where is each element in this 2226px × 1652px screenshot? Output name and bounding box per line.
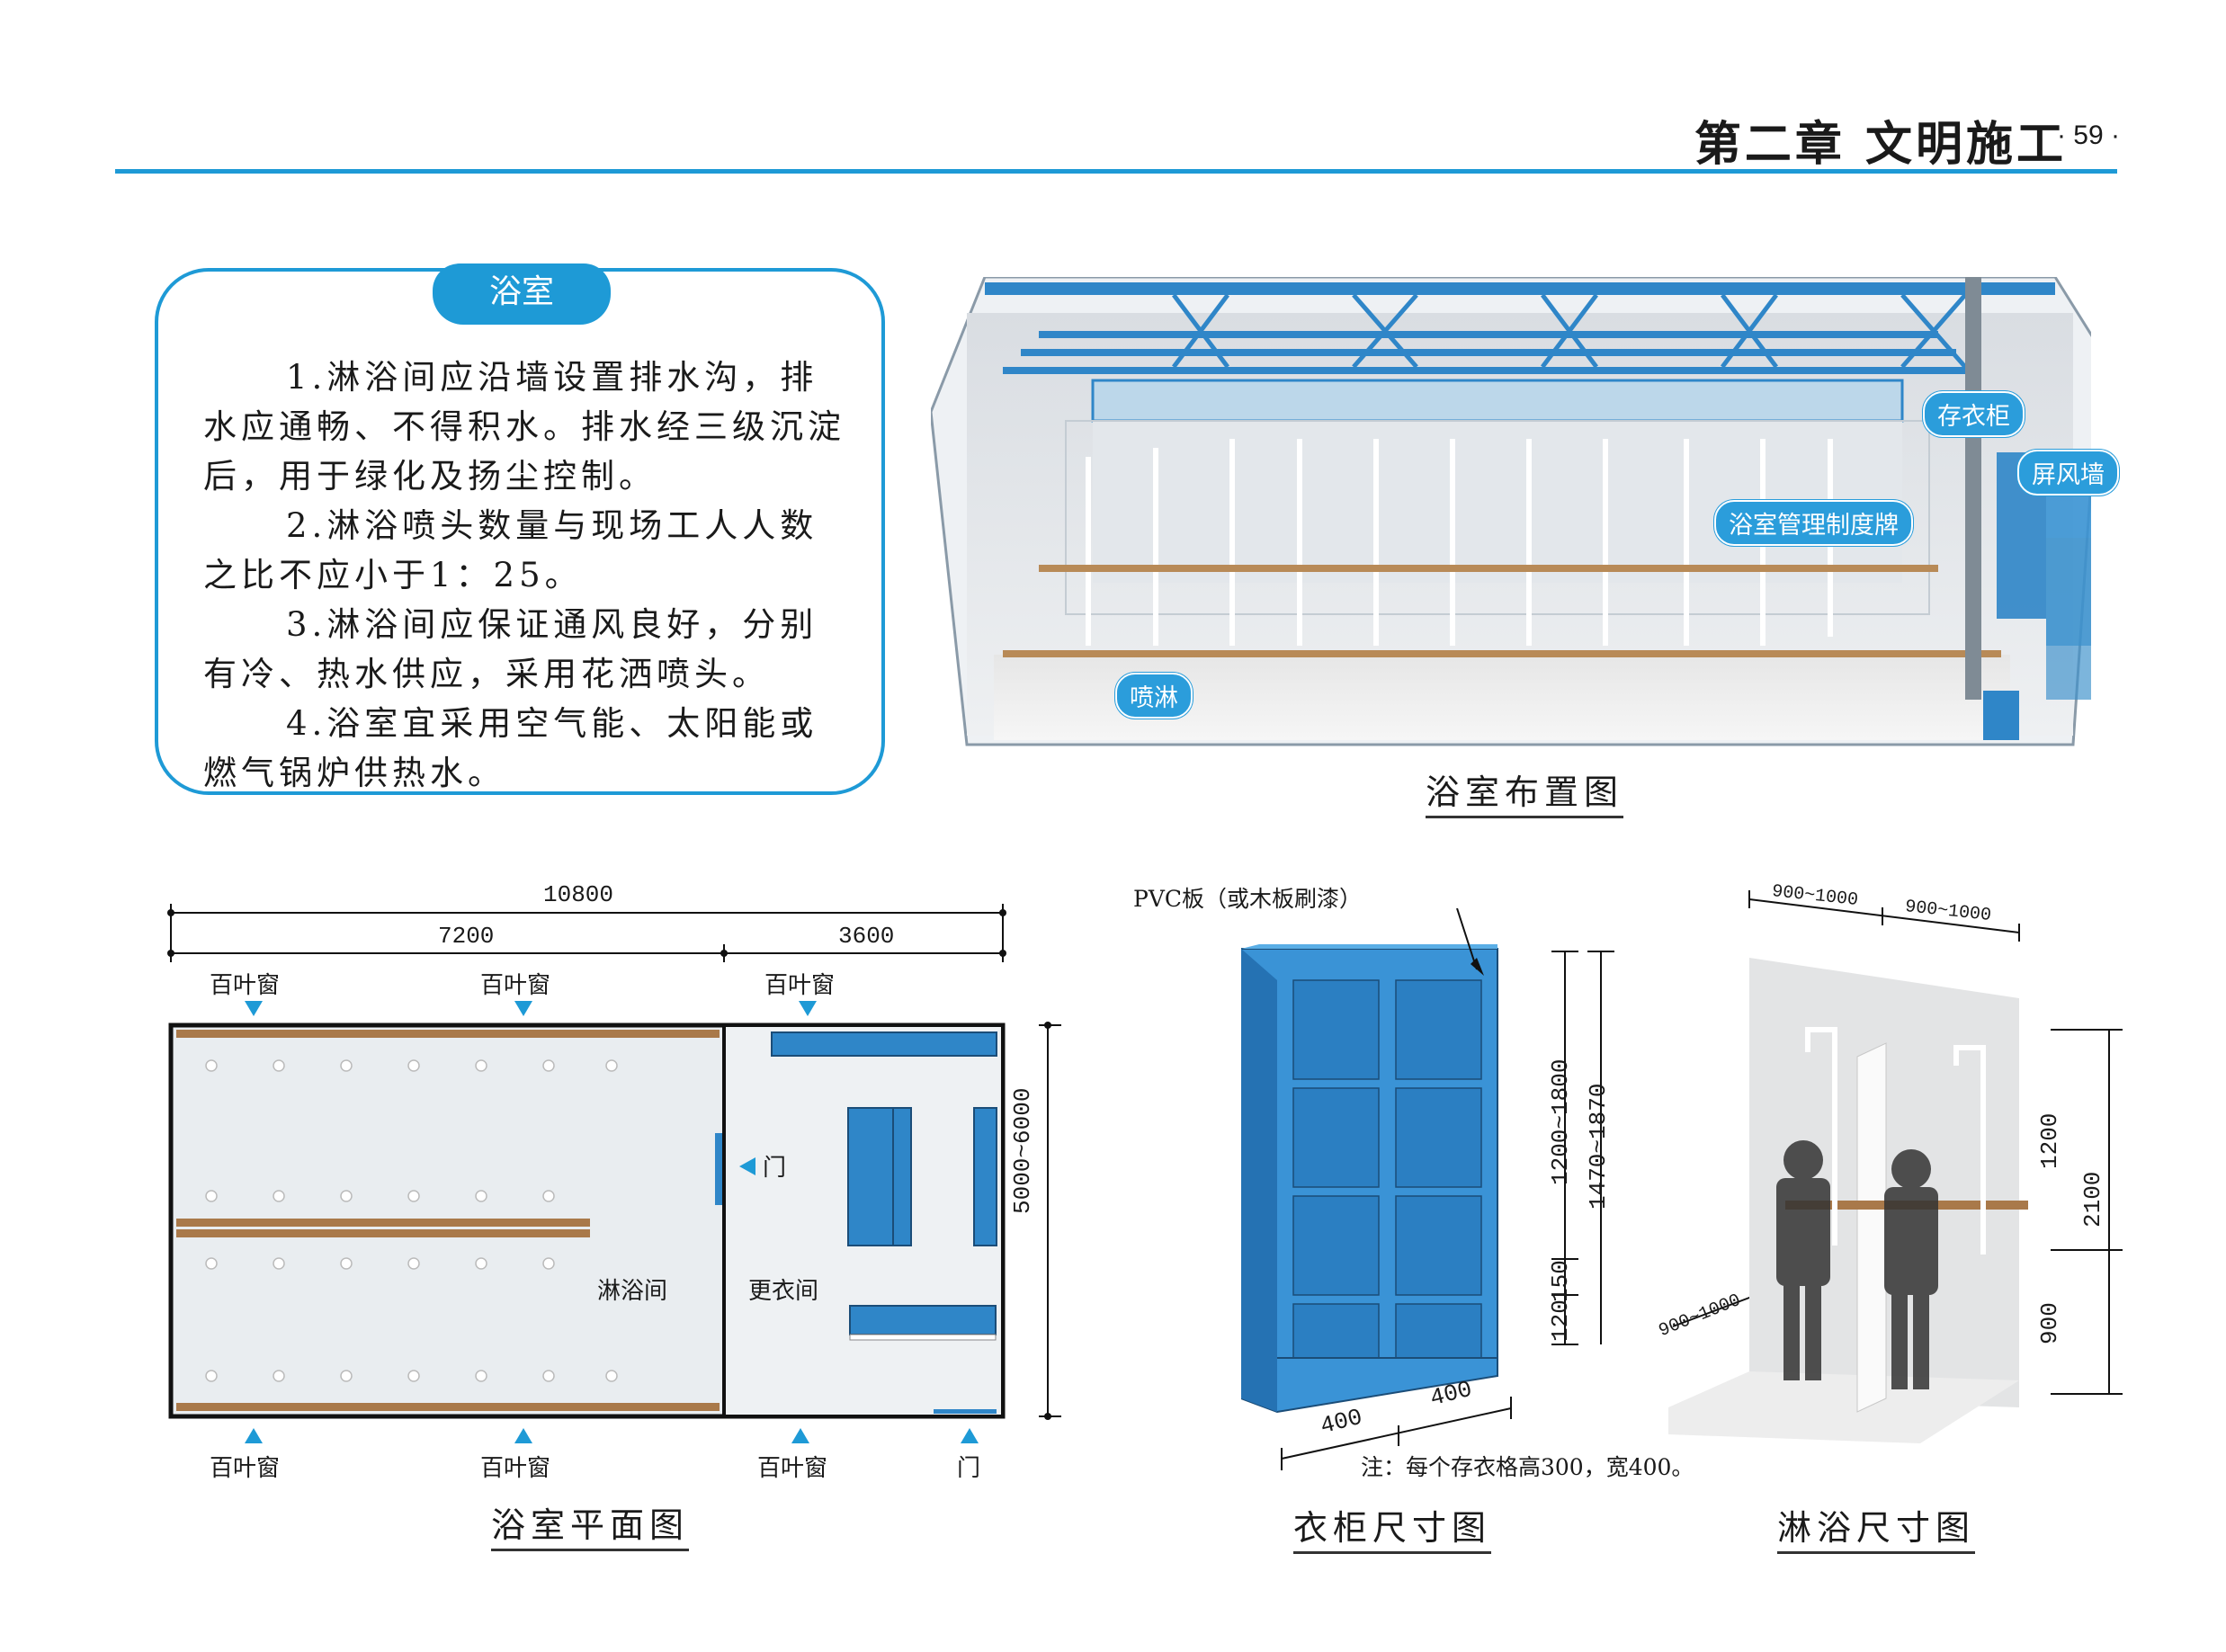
callout-shower: 喷淋 <box>1115 673 1193 719</box>
cabinet-caption: 衣柜尺寸图 <box>1293 1500 1492 1554</box>
louver-bottom-2: 百叶窗 <box>480 1455 551 1482</box>
shower-illustration <box>1668 890 2123 1443</box>
cabinet-material-label: PVC板（或木板刷漆） <box>1133 886 1363 912</box>
louver-top-1: 百叶窗 <box>210 972 281 999</box>
shower-dim-h2: 2100 <box>2079 1171 2106 1228</box>
paragraph-1: 1.淋浴间应沿墙设置排水沟，排水应通畅、不得积水。排水经三级沉淀后，用于绿化及扬… <box>203 358 845 496</box>
floor-plan <box>167 904 1061 1443</box>
callout-screen-wall: 屏风墙 <box>2017 450 2119 496</box>
louver-bottom-1: 百叶窗 <box>210 1455 281 1482</box>
page-number: · 59 · <box>2056 121 2120 150</box>
cabinet-note: 注：每个存衣格高300，宽400。 <box>1361 1454 1694 1480</box>
door-bottom: 门 <box>957 1455 981 1482</box>
dim-left: 7200 <box>438 923 495 950</box>
cabinet-dim-h1: 1200~1800 <box>1547 1058 1574 1185</box>
room-shower: 淋浴间 <box>597 1278 668 1305</box>
plan-caption: 浴室平面图 <box>491 1497 690 1551</box>
header-rule <box>115 169 2117 174</box>
louver-bottom-3: 百叶窗 <box>757 1455 828 1482</box>
cabinet-illustration <box>1241 908 1614 1470</box>
door-side: 门 <box>763 1155 787 1182</box>
shower-dim-h1: 1200 <box>2036 1112 2063 1169</box>
paragraph-2: 2.淋浴喷头数量与现场工人人数之比不应小于1：25。 <box>203 506 818 594</box>
text-box-tab: 浴室 <box>433 263 611 325</box>
callout-locker: 存衣柜 <box>1923 391 2025 437</box>
louver-top-2: 百叶窗 <box>480 972 551 999</box>
bathroom-layout-illustration <box>931 277 2091 746</box>
cabinet-dim-h4: 120 <box>1547 1299 1574 1342</box>
callout-rules-board: 浴室管理制度牌 <box>1714 500 1913 546</box>
chapter-title: 第二章 文明施工 <box>1694 118 2067 172</box>
cabinet-dim-h2: 1470~1870 <box>1585 1083 1612 1210</box>
cabinet-dim-h3: 150 <box>1547 1260 1574 1302</box>
shower-caption: 淋浴尺寸图 <box>1777 1500 1976 1554</box>
room-changing: 更衣间 <box>748 1278 819 1305</box>
dim-depth: 5000~6000 <box>1009 1087 1036 1214</box>
layout-caption: 浴室布置图 <box>1426 764 1624 818</box>
dim-right: 3600 <box>838 923 895 950</box>
louver-top-3: 百叶窗 <box>764 972 836 999</box>
dim-total: 10800 <box>543 881 614 908</box>
paragraph-3: 3.淋浴间应保证通风良好，分别有冷、热水供应，采用花洒喷头。 <box>203 605 818 693</box>
text-box-body: 1.淋浴间应沿墙设置排水沟，排水应通畅、不得积水。排水经三级沉淀后，用于绿化及扬… <box>203 353 851 798</box>
shower-dim-h3: 900 <box>2036 1302 2063 1344</box>
paragraph-4: 4.浴室宜采用空气能、太阳能或燃气锅炉供热水。 <box>203 704 818 792</box>
